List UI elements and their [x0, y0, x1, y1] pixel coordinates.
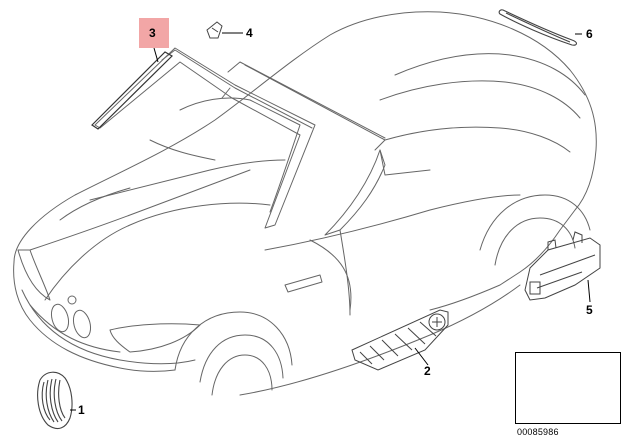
- front-wheel: [211, 354, 273, 396]
- front-bumper: [21, 289, 196, 365]
- hood-crease-left: [29, 169, 251, 251]
- leader-5: [587, 279, 591, 303]
- part-1-kidney-grille: [37, 371, 73, 430]
- part-4-label[interactable]: 4: [246, 26, 253, 40]
- part-5-door-handle: [524, 231, 601, 301]
- kidney-grille-car-left: [50, 303, 70, 333]
- part-3-callout-highlight[interactable]: 3: [139, 18, 169, 48]
- side-crease: [264, 194, 521, 251]
- car-badge: [67, 295, 77, 305]
- windshield-frame: [94, 47, 316, 229]
- part-4-clip: [206, 21, 223, 39]
- kidney-grille-car-right: [72, 309, 92, 339]
- headlight-right: [109, 323, 201, 353]
- part-3-label: 3: [149, 26, 156, 40]
- rear-deck: [394, 53, 586, 96]
- part-2-side-vent: [351, 309, 449, 371]
- headlight-left: [17, 249, 51, 301]
- leader-3: [153, 47, 159, 63]
- hood-crease: [44, 202, 271, 301]
- part-3-windshield-seal: [91, 51, 173, 130]
- door-outline: [324, 149, 386, 236]
- document-number: 00085986: [517, 427, 559, 437]
- part-5-label[interactable]: 5: [586, 303, 593, 317]
- overview-thumbnail[interactable]: [515, 352, 621, 424]
- front-wheel-arch: [174, 311, 293, 371]
- car-body-outline: [13, 11, 597, 311]
- rear-wheel-arch: [479, 194, 591, 251]
- part-1-label[interactable]: 1: [78, 403, 85, 417]
- car-rear-lower: [239, 284, 521, 396]
- side-vent: [284, 274, 323, 293]
- part-2-label[interactable]: 2: [424, 364, 431, 378]
- car-lower-outline: [13, 261, 176, 372]
- hood-top: [89, 159, 286, 201]
- part-6-trim-strip: [498, 9, 578, 46]
- door-line: [309, 239, 352, 311]
- part-6-label[interactable]: 6: [586, 27, 593, 41]
- windshield-glass: [179, 97, 301, 213]
- leader-2: [414, 347, 429, 366]
